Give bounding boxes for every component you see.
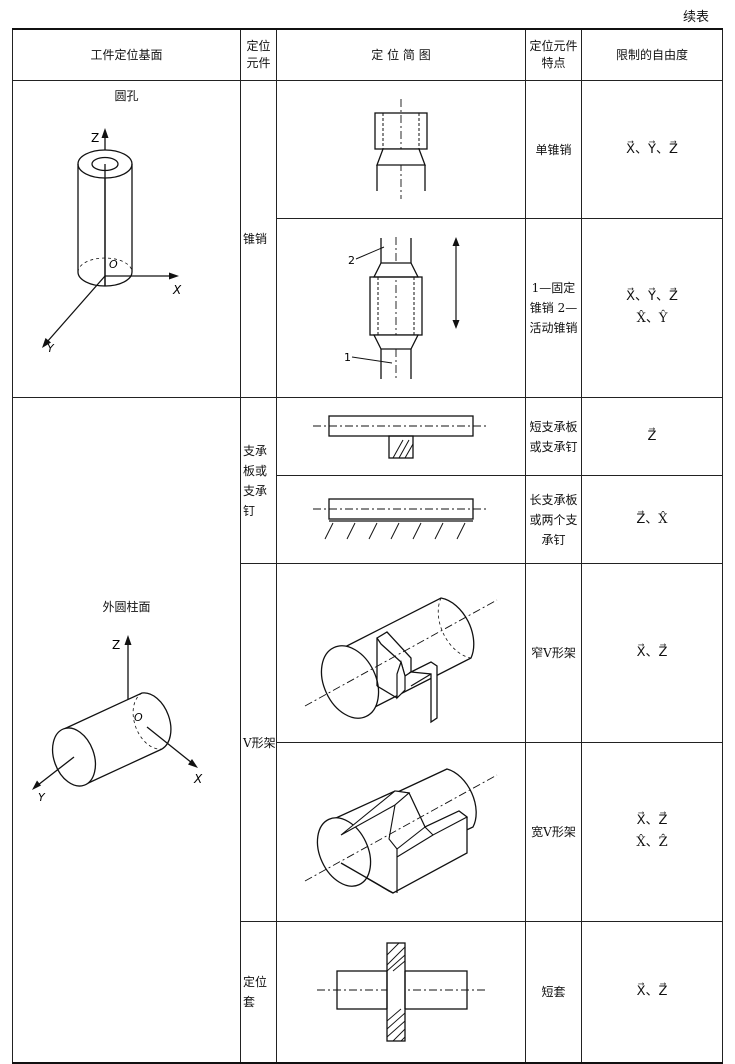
cylinder-axes-figure: Z O X Y <box>31 635 203 804</box>
dof-value: Z⃗ <box>647 428 657 444</box>
surface-label: 圆孔 <box>114 89 139 103</box>
element-cone-pin: 锥销 <box>240 80 277 398</box>
dof-value: X⃗、Z⃗ <box>636 645 668 660</box>
narrow-v-block-diagram <box>304 597 498 724</box>
surface-cell-hole: 圆孔 Z O X <box>12 80 241 398</box>
dof-value: X̂、Ẑ <box>636 835 668 850</box>
table-row: 长支承板或两个支承钉 Z⃗、X̂ <box>13 475 723 564</box>
dof-value: X⃗、Z⃗ <box>636 813 668 828</box>
header-feature: 定位元件特点 <box>525 28 582 81</box>
axis-origin-label: O <box>109 258 118 271</box>
axis-x-label: X <box>193 772 203 786</box>
dof-value: X⃗、Y⃗、Z⃗ <box>626 289 678 304</box>
feature-wide-v: 宽V形架 <box>525 742 582 922</box>
header-surface: 工件定位基面 <box>12 28 241 81</box>
wide-v-block-diagram <box>304 768 498 894</box>
header-row: 工件定位基面 定位元件 定 位 简 图 定位元件特点 限制的自由度 <box>12 28 723 81</box>
dof-double-cone: X⃗、Y⃗、Z⃗ X̂、Ŷ <box>581 218 723 398</box>
feature-narrow-v: 窄V形架 <box>525 563 582 743</box>
feature-long-plate: 长支承板或两个支承钉 <box>525 475 582 564</box>
feature-single-cone: 单锥销 <box>525 80 582 219</box>
diagram-cell <box>276 80 526 219</box>
axis-z-label: Z <box>112 638 120 652</box>
dof-short-plate: Z⃗ <box>581 397 723 476</box>
element-sleeve: 定位套 <box>240 921 277 1064</box>
dof-single-cone: X⃗、Y⃗、Z⃗ <box>581 80 723 219</box>
double-cone-pin-diagram: 2 1 <box>344 237 460 379</box>
feature-short-sleeve: 短套 <box>525 921 582 1064</box>
axis-origin-label: O <box>134 711 143 724</box>
axis-y-label: Y <box>38 791 46 804</box>
header-element: 定位元件 <box>240 28 277 81</box>
long-plate-diagram <box>313 497 489 539</box>
dof-narrow-v: X⃗、Z⃗ <box>581 563 723 743</box>
axis-z-label: Z <box>91 131 99 145</box>
table-row: 圆孔 Z O X <box>12 80 723 398</box>
continuation-label: 续表 <box>682 10 709 25</box>
header-dof: 限制的自由度 <box>581 28 723 81</box>
element-v-block: V形架 <box>240 563 277 922</box>
surface-cell-cylinder: 外圆柱面 Z O X Y <box>12 397 241 1064</box>
diagram-cell <box>276 563 526 743</box>
short-sleeve-diagram <box>317 942 487 1042</box>
feature-short-plate: 短支承板或支承钉 <box>525 397 582 476</box>
dof-value: X⃗、Y⃗、Z⃗ <box>626 141 678 157</box>
header-diagram: 定 位 简 图 <box>276 28 526 81</box>
single-cone-pin-diagram <box>374 98 428 199</box>
diagram-cell <box>276 742 526 922</box>
diagram-cell <box>276 475 526 564</box>
table-row: 宽V形架 X⃗、Z⃗ X̂、Ẑ <box>13 742 723 922</box>
table-row: 外圆柱面 Z O X Y 支承板或支承钉 <box>12 397 723 1064</box>
diagram-cell <box>276 397 526 476</box>
dof-long-plate: Z⃗、X̂ <box>581 475 723 564</box>
feature-double-cone: 1—固定锥销 2—活动锥销 <box>525 218 582 398</box>
callout-label-1: 1 <box>344 351 351 364</box>
element-support-plate: 支承板或支承钉 <box>240 397 277 564</box>
short-plate-diagram <box>313 414 489 459</box>
table-row: V形架 窄V形架 X⃗、Z⃗ <box>13 563 723 922</box>
dof-short-sleeve: X⃗、Z⃗ <box>581 921 723 1064</box>
callout-label-2: 2 <box>348 254 355 267</box>
diagram-cell: 2 1 <box>276 218 526 398</box>
dof-value: Z⃗、X̂ <box>636 511 668 527</box>
axis-y-label: Y <box>47 342 55 354</box>
axis-x-label: X <box>172 283 182 297</box>
diagram-cell <box>276 921 526 1064</box>
positioning-table: 工件定位基面 定位元件 定 位 简 图 定位元件特点 限制的自由度 圆孔 Z <box>12 28 723 1064</box>
dof-value: X⃗、Z⃗ <box>636 984 668 999</box>
dof-wide-v: X⃗、Z⃗ X̂、Ẑ <box>581 742 723 922</box>
dof-value: X̂、Ŷ <box>636 311 668 326</box>
hole-axes-figure: Z O X Y <box>41 128 182 354</box>
table-row: 2 1 1—固定锥销 2—活动锥销 X⃗、Y⃗、Z⃗ X̂、Ŷ <box>13 218 723 398</box>
surface-label: 外圆柱面 <box>102 600 151 614</box>
